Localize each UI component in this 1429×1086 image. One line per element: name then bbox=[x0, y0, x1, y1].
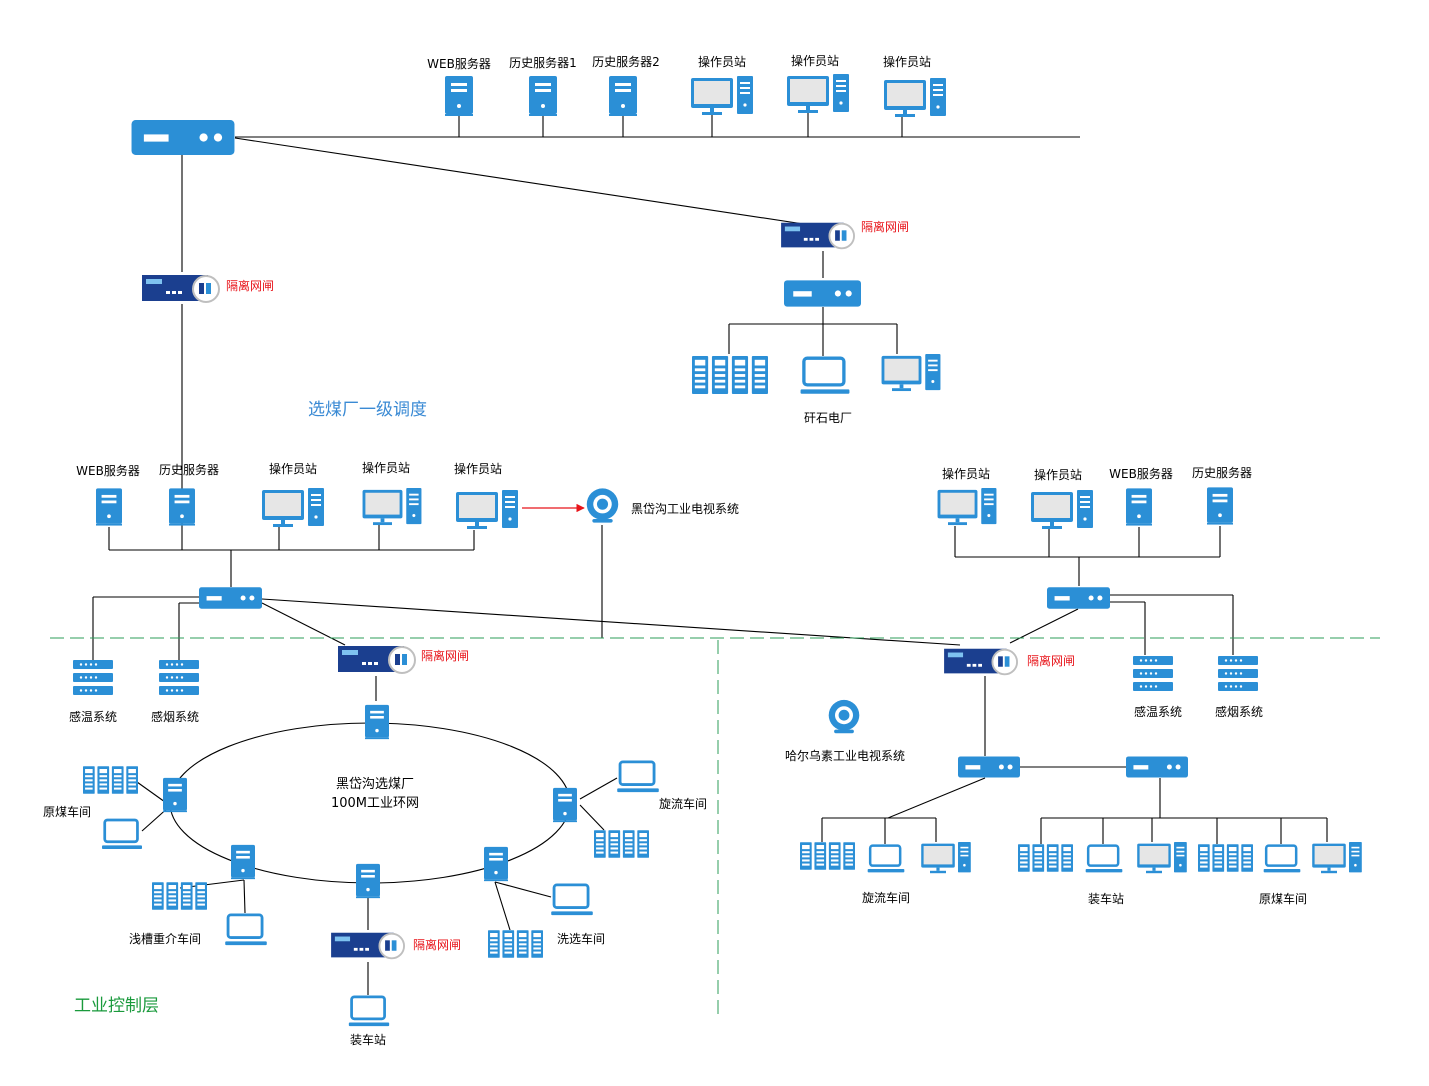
switch-icon bbox=[131, 120, 235, 155]
workstation-icon bbox=[937, 488, 997, 526]
workstation-icon bbox=[1137, 842, 1187, 874]
laptop-icon bbox=[617, 760, 659, 794]
dispatch-level-title: 选煤厂一级调度 bbox=[308, 400, 427, 420]
laptop-icon bbox=[551, 883, 593, 917]
label-top-history-server-2: 历史服务器2 bbox=[592, 54, 660, 69]
label-right-raw-coal-workshop: 原煤车间 bbox=[1259, 891, 1307, 906]
label-temp-system-left: 感温系统 bbox=[69, 709, 117, 724]
sensor-system-icon bbox=[159, 660, 199, 695]
server-icon bbox=[356, 863, 380, 899]
label-loading-station: 装车站 bbox=[350, 1032, 386, 1047]
laptop-icon bbox=[1084, 844, 1124, 874]
label-gateway-right-layer: 隔离网闸 bbox=[1027, 653, 1075, 668]
label-top-history-server-1: 历史服务器1 bbox=[509, 55, 577, 70]
workstation-icon bbox=[362, 488, 422, 526]
sensor-system-icon bbox=[1133, 656, 1173, 691]
server-icon bbox=[365, 704, 389, 740]
label-right-operator-station-1: 操作员站 bbox=[942, 466, 990, 481]
laptop-icon bbox=[1262, 844, 1302, 874]
label-gateway-top-left: 隔离网闸 bbox=[226, 278, 274, 293]
label-gateway-top-right: 隔离网闸 bbox=[861, 219, 909, 234]
laptop-icon bbox=[102, 818, 142, 851]
workstation-icon bbox=[262, 488, 324, 527]
server-icon bbox=[163, 777, 187, 813]
rack-cabinet-icon bbox=[1018, 844, 1073, 872]
workstation-icon bbox=[1031, 490, 1093, 529]
isolation-gateway-icon bbox=[943, 647, 1019, 676]
laptop-icon bbox=[348, 995, 390, 1028]
label-top-operator-station-1: 操作员站 bbox=[698, 54, 746, 69]
server-icon bbox=[1126, 488, 1152, 526]
label-top-operator-station-2: 操作员站 bbox=[791, 53, 839, 68]
workstation-icon bbox=[881, 354, 941, 392]
label-top-operator-station-3: 操作员站 bbox=[883, 54, 931, 69]
label-right-loading-station: 装车站 bbox=[1088, 891, 1124, 906]
server-icon bbox=[529, 76, 557, 116]
label-mid-operator-station-2: 操作员站 bbox=[362, 460, 410, 475]
server-icon bbox=[96, 488, 122, 526]
label-temp-system-right: 感温系统 bbox=[1134, 704, 1182, 719]
rack-cabinet-icon bbox=[1198, 844, 1253, 872]
isolation-gateway-icon bbox=[338, 645, 416, 674]
label-haerwusu-tv-system: 哈尔乌素工业电视系统 bbox=[785, 748, 905, 763]
workstation-icon bbox=[456, 490, 518, 529]
label-right-cyclone-workshop: 旋流车间 bbox=[862, 890, 910, 905]
isolation-gateway-icon bbox=[142, 274, 220, 303]
laptop-icon bbox=[225, 913, 267, 947]
label-mid-operator-station-1: 操作员站 bbox=[269, 461, 317, 476]
server-icon bbox=[484, 846, 508, 882]
label-mid-web-server: WEB服务器 bbox=[76, 463, 140, 478]
rack-cabinet-icon bbox=[488, 930, 543, 958]
ring-network-title-line-1: 黑岱沟选煤厂 bbox=[336, 777, 414, 792]
label-mid-history-server: 历史服务器 bbox=[159, 462, 219, 477]
label-heidaigou-tv-system: 黑岱沟工业电视系统 bbox=[631, 501, 739, 516]
camera-icon bbox=[586, 488, 619, 523]
rack-cabinet-icon bbox=[800, 842, 855, 870]
sensor-system-icon bbox=[73, 660, 113, 695]
label-right-history-server: 历史服务器 bbox=[1192, 465, 1252, 480]
workstation-icon bbox=[787, 74, 849, 113]
label-raw-coal-workshop: 原煤车间 bbox=[43, 804, 91, 819]
workstation-icon bbox=[921, 842, 971, 874]
switch-icon bbox=[199, 587, 262, 609]
label-gateway-ring-bottom: 隔离网闸 bbox=[413, 937, 461, 952]
label-mid-operator-station-3: 操作员站 bbox=[454, 461, 502, 476]
server-icon bbox=[169, 488, 195, 526]
label-right-web-server: WEB服务器 bbox=[1109, 466, 1173, 481]
ring-network-title-line-2: 100M工业环网 bbox=[331, 796, 419, 811]
workstation-icon bbox=[884, 78, 946, 117]
label-smoke-system-right: 感烟系统 bbox=[1215, 704, 1263, 719]
server-icon bbox=[553, 787, 577, 823]
label-gateway-ring-top: 隔离网闸 bbox=[421, 648, 469, 663]
switch-icon bbox=[784, 280, 861, 307]
laptop-icon bbox=[799, 356, 851, 396]
server-icon bbox=[445, 76, 473, 116]
label-smoke-system-left: 感烟系统 bbox=[151, 709, 199, 724]
workstation-icon bbox=[1312, 842, 1362, 874]
label-right-operator-station-2: 操作员站 bbox=[1034, 467, 1082, 482]
rack-cabinet-icon bbox=[83, 766, 138, 794]
label-washing-workshop: 洗选车间 bbox=[557, 931, 605, 946]
server-icon bbox=[231, 844, 255, 880]
sensor-system-icon bbox=[1218, 656, 1258, 691]
switch-icon bbox=[1047, 587, 1110, 609]
label-top-web-server: WEB服务器 bbox=[427, 56, 491, 71]
label-shallow-trough-workshop: 浅槽重介车间 bbox=[129, 931, 201, 946]
switch-icon bbox=[958, 756, 1020, 778]
server-icon bbox=[1207, 487, 1233, 525]
rack-cabinet-icon bbox=[594, 830, 649, 858]
server-icon bbox=[609, 76, 637, 116]
label-cyclone-workshop: 旋流车间 bbox=[659, 796, 707, 811]
rack-cabinet-icon bbox=[692, 356, 768, 394]
laptop-icon bbox=[866, 844, 906, 874]
camera-icon bbox=[828, 699, 860, 734]
workstation-icon bbox=[691, 76, 753, 115]
control-layer-title: 工业控制层 bbox=[74, 996, 159, 1016]
switch-icon bbox=[1126, 756, 1188, 778]
isolation-gateway-icon bbox=[330, 931, 406, 960]
label-ganshi-power-plant: 矸石电厂 bbox=[804, 411, 852, 425]
isolation-gateway-icon bbox=[780, 221, 856, 250]
rack-cabinet-icon bbox=[152, 882, 207, 910]
